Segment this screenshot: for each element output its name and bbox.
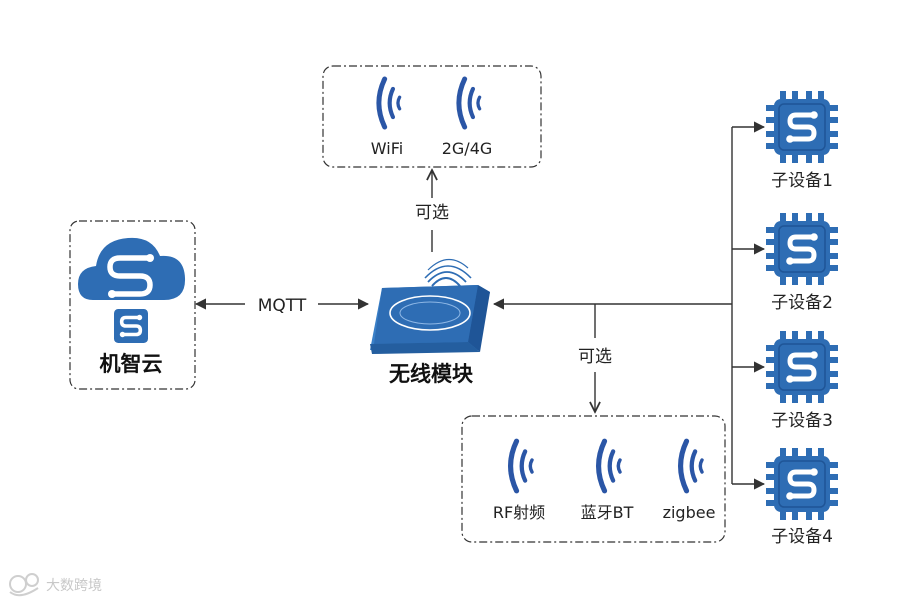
bottom-optional-link: 可选 [578, 304, 612, 412]
cloud-s-logo-icon [78, 237, 186, 300]
chip-icon [766, 91, 838, 163]
sub-device-3-label: 子设备3 [771, 411, 833, 431]
sub-device-4: 子设备4 [766, 448, 838, 547]
top-optional-label: 可选 [415, 203, 449, 223]
sub-device-2: 子设备2 [766, 213, 838, 313]
cloud-group: 机智云 [69, 220, 196, 390]
cellular-signal-icon [459, 79, 480, 127]
bluetooth-label: 蓝牙BT [581, 503, 634, 522]
wifi-signal-icon [379, 79, 400, 127]
sub-device-1-label: 子设备1 [771, 171, 833, 191]
watermark-logo-icon [9, 573, 39, 597]
rf-label: RF射频 [493, 503, 545, 522]
bottom-dashed-box [461, 415, 726, 543]
device-bus [492, 121, 766, 490]
chip-icon [766, 331, 838, 403]
bluetooth-signal-icon [599, 441, 620, 491]
watermark: 大数跨境 [9, 573, 102, 597]
mqtt-label: MQTT [258, 296, 307, 316]
zigbee-label: zigbee [663, 503, 716, 522]
zigbee-signal-icon [681, 441, 702, 491]
module-label: 无线模块 [389, 362, 474, 386]
cloud-label: 机智云 [100, 352, 163, 376]
bottom-optional-label: 可选 [578, 347, 612, 367]
top-optional-link: 可选 [415, 170, 449, 252]
sub-device-1: 子设备1 [766, 91, 838, 191]
sub-device-4-label: 子设备4 [771, 527, 833, 547]
rf-signal-icon [511, 441, 532, 491]
top-dashed-box [322, 65, 542, 168]
chip-icon [766, 213, 838, 285]
wireless-module-icon [370, 258, 490, 354]
chip-icon [766, 448, 838, 520]
watermark-text: 大数跨境 [46, 578, 102, 594]
bottom-network-group: RF射频 蓝牙BT zigbee [461, 415, 726, 543]
cellular-label: 2G/4G [442, 139, 493, 158]
mqtt-link: MQTT [194, 296, 370, 316]
top-network-group: WiFi 2G/4G [322, 65, 542, 168]
sub-device-3: 子设备3 [766, 331, 838, 431]
cloud-small-logo-icon [114, 309, 148, 343]
sub-device-2-label: 子设备2 [771, 293, 833, 313]
wifi-label: WiFi [371, 139, 403, 158]
